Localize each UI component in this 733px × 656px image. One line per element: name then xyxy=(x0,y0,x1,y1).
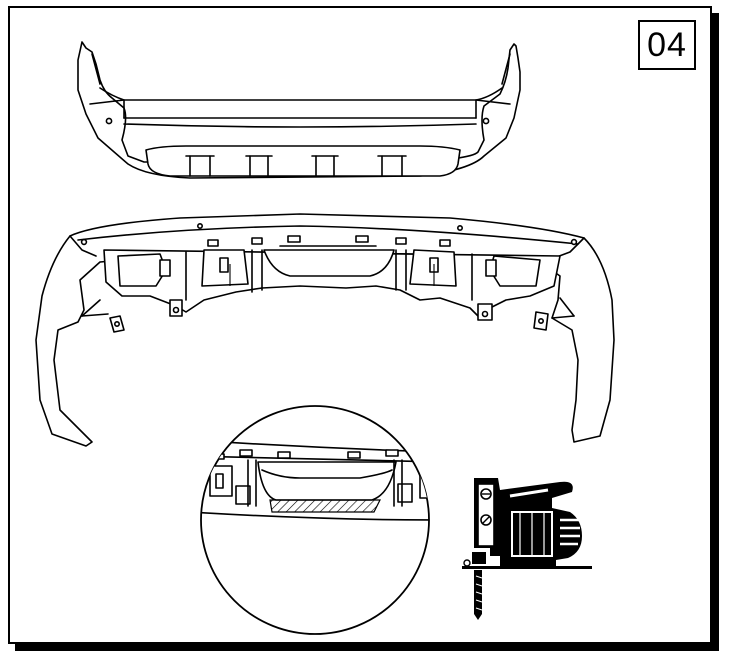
bumper-cover xyxy=(77,41,521,179)
step-number: 04 xyxy=(638,20,696,70)
detail-magnifier xyxy=(200,405,430,635)
jigsaw-icon xyxy=(462,478,592,620)
bumper-frame xyxy=(35,213,615,447)
